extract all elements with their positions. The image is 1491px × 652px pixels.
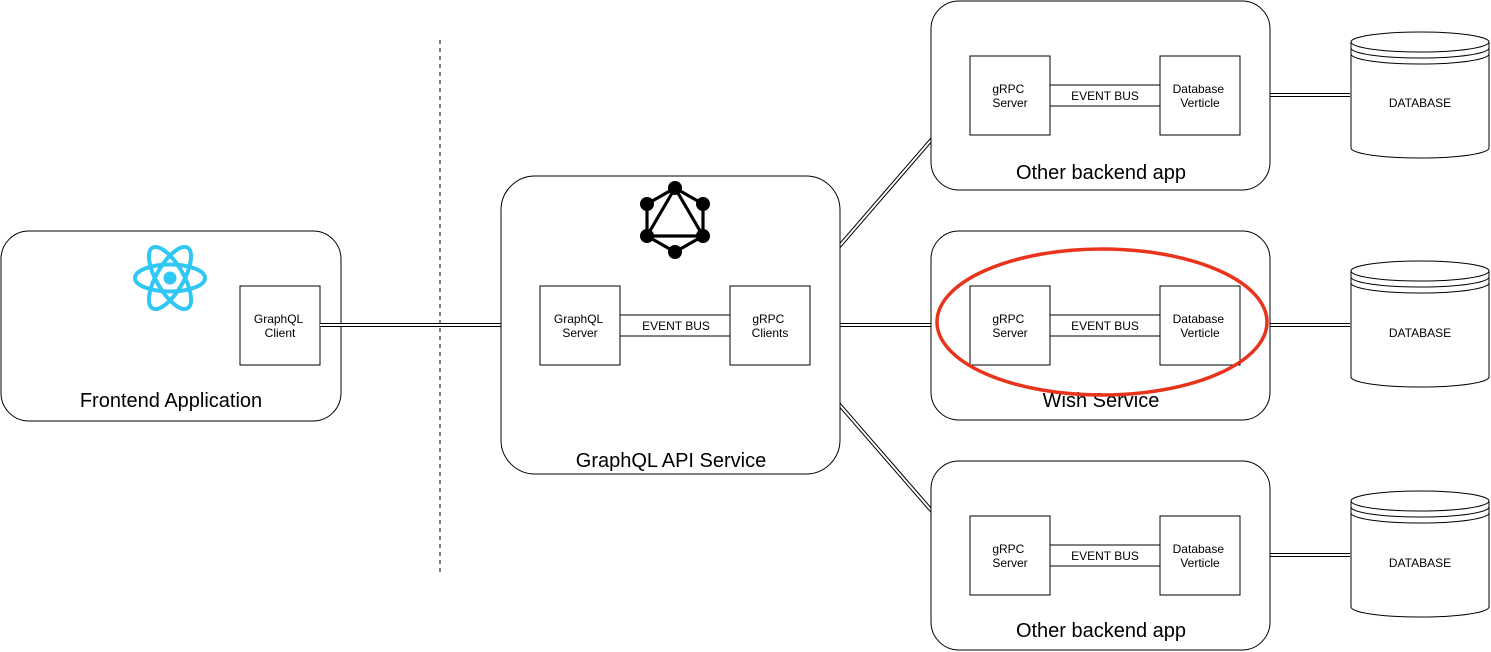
backend-bottom-container [930, 460, 1271, 651]
database-bottom[interactable]: DATABASE [1350, 490, 1490, 618]
backend-top-event-bus-connector: EVENT BUS [1050, 84, 1160, 107]
wish-grpc-server-line1: gRPC [992, 312, 1024, 326]
wish-verticle-line2: Verticle [1180, 326, 1220, 340]
api-service-title: GraphQL API Service [576, 450, 766, 472]
backend-top-database-verticle-node[interactable]: Database Verticle [1159, 55, 1241, 136]
svg-text:gRPC Server: gRPC Server [992, 312, 1027, 340]
backend-top-grpc-server-line2: Server [992, 96, 1027, 110]
graphql-server-label-line1: GraphQL [554, 312, 604, 326]
backend-bottom-grpc-server-line2: Server [992, 556, 1027, 570]
api-service-container [500, 175, 841, 475]
wish-event-bus-label: EVENT BUS [1071, 319, 1139, 333]
highlight-ellipse [935, 247, 1269, 397]
database-top-label: DATABASE [1389, 96, 1451, 110]
backend-top-title: Other backend app [1016, 162, 1186, 184]
wish-event-bus-connector: EVENT BUS [1050, 314, 1160, 337]
backend-bottom-verticle-line1: Database [1173, 542, 1225, 556]
grpc-clients-node[interactable]: gRPC Clients [729, 285, 811, 366]
database-middle[interactable]: DATABASE [1350, 260, 1490, 388]
svg-text:GraphQL Server: GraphQL Server [554, 312, 606, 340]
wish-grpc-server-node[interactable]: gRPC Server [969, 285, 1051, 366]
wish-verticle-line1: Database [1173, 312, 1225, 326]
wish-service-container [930, 230, 1271, 421]
wish-service[interactable]: Wish Service EVENT BUS gRPC Server Datab… [930, 230, 1271, 421]
svg-text:Database Verticle: Database Verticle [1173, 82, 1228, 110]
svg-text:Database Verticle: Database Verticle [1173, 312, 1228, 340]
svg-text:gRPC Server: gRPC Server [992, 82, 1027, 110]
backend-bottom-event-bus-label: EVENT BUS [1071, 549, 1139, 563]
backend-top-event-bus-label: EVENT BUS [1071, 89, 1139, 103]
backend-top-container [930, 0, 1271, 191]
backend-bottom-verticle-line2: Verticle [1180, 556, 1220, 570]
svg-text:Database Verticle: Database Verticle [1173, 542, 1228, 570]
database-middle-label: DATABASE [1389, 326, 1451, 340]
svg-text:gRPC Server: gRPC Server [992, 542, 1027, 570]
graphql-api-service[interactable]: GraphQL API Service EVENT BUS [500, 175, 841, 475]
graphql-client-label-line1: GraphQL [254, 312, 304, 326]
graphql-client-label-line2: Client [265, 326, 296, 340]
svg-text:gRPC Clients: gRPC Clients [752, 312, 789, 340]
react-logo-icon [133, 244, 207, 312]
graphql-server-label-line2: Server [562, 326, 597, 340]
backend-bottom-database-verticle-node[interactable]: Database Verticle [1159, 515, 1241, 596]
wish-grpc-server-line2: Server [992, 326, 1027, 340]
backend-app-bottom[interactable]: Other backend app EVENT BUS gRPC Server … [930, 460, 1271, 651]
backend-top-grpc-server-node[interactable]: gRPC Server [969, 55, 1051, 136]
svg-text:GraphQL Client: GraphQL Client [254, 312, 306, 340]
backend-bottom-event-bus-connector: EVENT BUS [1050, 544, 1160, 567]
grpc-clients-label-line1: gRPC [752, 312, 784, 326]
frontend-title: Frontend Application [80, 390, 262, 412]
backend-bottom-grpc-server-node[interactable]: gRPC Server [969, 515, 1051, 596]
backend-app-top[interactable]: Other backend app EVENT BUS gRPC Server … [930, 0, 1271, 191]
backend-top-verticle-line1: Database [1173, 82, 1225, 96]
backend-bottom-grpc-server-line1: gRPC [992, 542, 1024, 556]
api-event-bus-label: EVENT BUS [642, 319, 710, 333]
graphql-server-node[interactable]: GraphQL Server [539, 285, 621, 366]
graphql-logo-icon [640, 181, 710, 259]
backend-top-verticle-line2: Verticle [1180, 96, 1220, 110]
backend-top-grpc-server-line1: gRPC [992, 82, 1024, 96]
backend-bottom-title: Other backend app [1016, 620, 1186, 642]
database-top[interactable]: DATABASE [1350, 31, 1490, 159]
database-bottom-label: DATABASE [1389, 556, 1451, 570]
grpc-clients-label-line2: Clients [752, 326, 789, 340]
graphql-client-node[interactable]: GraphQL Client [239, 285, 321, 366]
wish-database-verticle-node[interactable]: Database Verticle [1159, 285, 1241, 366]
api-event-bus-connector: EVENT BUS [620, 314, 730, 337]
frontend-application[interactable]: Frontend Application GraphQL Client [0, 230, 342, 422]
